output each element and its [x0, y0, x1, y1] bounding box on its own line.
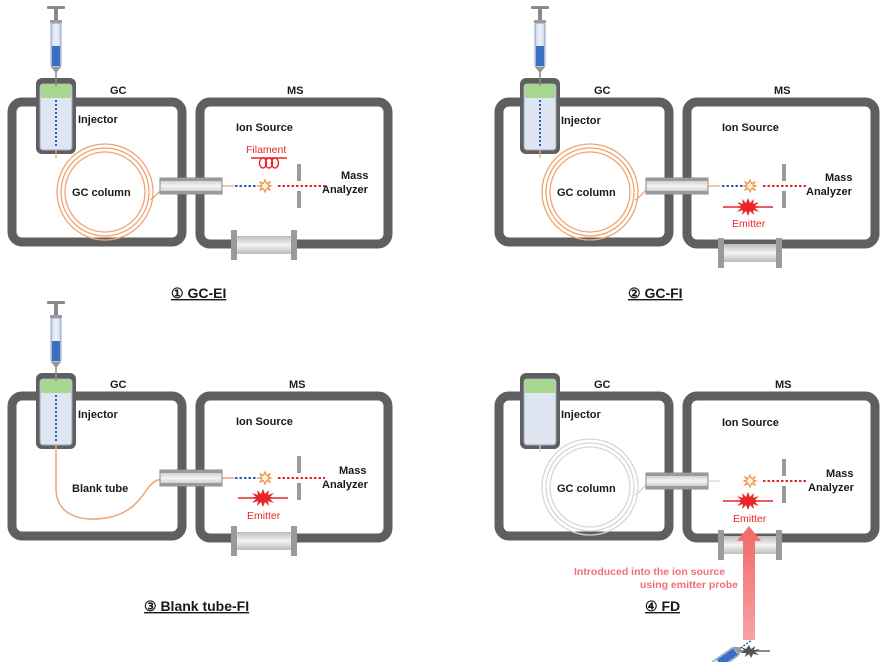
caption-gc-ei: ① GC-EI	[171, 285, 226, 301]
gc-box	[494, 391, 674, 541]
syringe-icon	[530, 5, 550, 87]
gc-label: GC	[110, 379, 127, 391]
ion-source-label: Ion Source	[236, 122, 293, 134]
probe-note-line-2: using emitter probe	[640, 579, 738, 591]
filament-icon	[251, 157, 287, 169]
ion-source-label: Ion Source	[236, 416, 293, 428]
emitter-label: Emitter	[247, 510, 281, 522]
probe-arrow-icon	[737, 526, 761, 640]
vacuum-port	[231, 230, 297, 260]
ionization-spark	[743, 474, 757, 488]
transfer-line	[159, 469, 223, 487]
panel-fd: GC MS Injector GC column Ion Source Mass…	[494, 373, 880, 662]
blank-tube	[55, 445, 234, 520]
gc-box	[7, 97, 187, 247]
injector-label: Injector	[78, 114, 118, 126]
transfer-line	[645, 177, 709, 195]
caption-blank-tube-fi: ③ Blank tube-FI	[144, 598, 249, 614]
column-label: GC column	[557, 483, 616, 495]
injector-label: Injector	[561, 115, 601, 127]
column-label: Blank tube	[72, 483, 128, 495]
panel-gc-fi: GC MS Injector GC column Ion Source Mass…	[494, 5, 880, 301]
ionization-spark	[743, 179, 757, 193]
analyzer-label-2: Analyzer	[808, 482, 855, 494]
slit	[782, 164, 786, 208]
analyzer-label-1: Mass	[341, 170, 369, 182]
injector	[36, 78, 76, 154]
gc-column-coil	[539, 143, 720, 241]
transfer-line	[159, 177, 223, 195]
syringe-icon	[46, 5, 66, 87]
analyzer-label-1: Mass	[339, 465, 367, 477]
slit	[297, 164, 301, 208]
gc-label: GC	[594, 85, 611, 97]
gc-box	[494, 97, 674, 247]
ms-label: MS	[775, 379, 792, 391]
analyzer-label-2: Analyzer	[806, 186, 853, 198]
column-label: GC column	[72, 187, 131, 199]
gc-box	[7, 391, 187, 541]
analyzer-label-2: Analyzer	[322, 479, 369, 491]
filament-label: Filament	[246, 144, 286, 156]
syringe-icon	[46, 300, 66, 382]
ms-box	[682, 391, 880, 543]
slit	[782, 459, 786, 503]
panel-gc-ei: GC MS Injector GC column Ion Source Mass…	[7, 5, 393, 301]
analyzer-label-1: Mass	[826, 468, 854, 480]
column-label: GC column	[557, 187, 616, 199]
ion-source-label: Ion Source	[722, 417, 779, 429]
emitter-label: Emitter	[733, 513, 767, 525]
ionization-spark	[258, 471, 272, 485]
ionization-spark	[258, 179, 272, 193]
injector	[520, 373, 560, 449]
slit	[297, 456, 301, 500]
panel-blank-tube-fi: GC MS Injector Blank tube Ion Source Mas…	[7, 300, 393, 614]
vacuum-port	[231, 526, 297, 556]
injector	[520, 78, 560, 154]
injector-label: Injector	[561, 409, 601, 421]
gc-label: GC	[594, 379, 611, 391]
ms-label: MS	[287, 85, 304, 97]
analyzer-label-2: Analyzer	[322, 184, 369, 196]
emitter-label: Emitter	[732, 218, 766, 230]
vacuum-port	[718, 238, 782, 268]
ms-label: MS	[774, 85, 791, 97]
ion-source-label: Ion Source	[722, 122, 779, 134]
emitter-icon	[722, 197, 774, 217]
probe-note-line-1: Introduced into the ion source	[574, 566, 725, 578]
analyzer-label-1: Mass	[825, 172, 853, 184]
emitter-icon	[237, 488, 289, 508]
injector	[36, 373, 76, 449]
caption-gc-fi: ② GC-FI	[628, 285, 683, 301]
ms-label: MS	[289, 379, 306, 391]
emitter-icon	[722, 491, 774, 511]
transfer-line	[645, 472, 709, 490]
gc-label: GC	[110, 85, 127, 97]
injector-label: Injector	[78, 409, 118, 421]
caption-fd: ④ FD	[645, 598, 680, 614]
